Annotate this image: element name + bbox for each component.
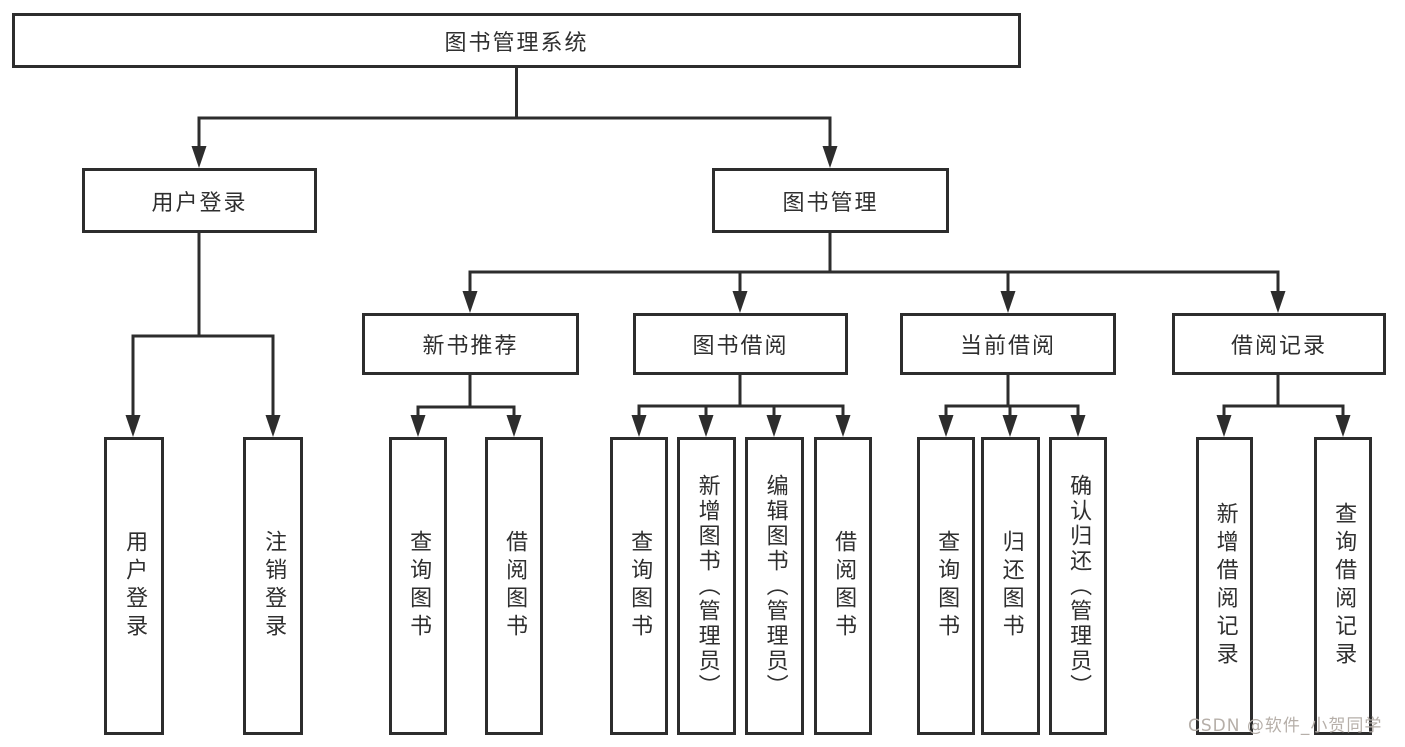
node-label: 确认归还（管理员） bbox=[1066, 473, 1092, 699]
node-label: 用户登录 bbox=[122, 530, 148, 642]
node-label: 用户登录 bbox=[151, 190, 248, 216]
node-label: 查询借阅记录 bbox=[1331, 502, 1357, 670]
connector-new-book-recommendation-children bbox=[410, 375, 522, 437]
node-leaf-return-books: 归还图书 bbox=[981, 437, 1040, 735]
node-library-management-system: 图书管理系统 bbox=[12, 13, 1021, 68]
node-label: 新书推荐 bbox=[422, 334, 519, 359]
node-label: 注销登录 bbox=[261, 530, 287, 642]
node-label: 图书管理 bbox=[782, 190, 879, 216]
node-label: 借阅图书 bbox=[502, 530, 528, 642]
node-user-login: 用户登录 bbox=[82, 168, 317, 233]
connector-book-borrowing-children bbox=[631, 375, 851, 437]
node-leaf-add-book-admin: 新增图书（管理员） bbox=[677, 437, 736, 735]
connector-current-borrowing-children bbox=[938, 375, 1086, 437]
node-new-book-recommendation: 新书推荐 bbox=[362, 313, 579, 375]
node-leaf-user-login: 用户登录 bbox=[104, 437, 164, 735]
node-borrowing-records: 借阅记录 bbox=[1172, 313, 1386, 375]
node-book-management: 图书管理 bbox=[712, 168, 949, 233]
node-leaf-borrow-books-2: 借阅图书 bbox=[814, 437, 872, 735]
node-label: 查询图书 bbox=[627, 530, 653, 642]
node-leaf-confirm-return-admin: 确认归还（管理员） bbox=[1049, 437, 1107, 735]
csdn-watermark: CSDN @软件_小贺同学 bbox=[1188, 716, 1383, 736]
connector-borrowing-records-children bbox=[1216, 375, 1351, 437]
node-label: 归还图书 bbox=[998, 530, 1024, 642]
node-label: 借阅记录 bbox=[1230, 334, 1327, 359]
connector-book-management-children bbox=[462, 233, 1286, 313]
node-label: 图书借阅 bbox=[692, 334, 789, 359]
node-label: 当前借阅 bbox=[959, 334, 1056, 359]
node-leaf-borrow-books-1: 借阅图书 bbox=[485, 437, 543, 735]
node-leaf-query-books-1: 查询图书 bbox=[389, 437, 447, 735]
node-label: 查询图书 bbox=[934, 530, 960, 642]
node-leaf-query-books-3: 查询图书 bbox=[917, 437, 975, 735]
node-label: 查询图书 bbox=[406, 530, 432, 642]
node-leaf-query-borrow-record: 查询借阅记录 bbox=[1314, 437, 1372, 735]
connector-user-login-children bbox=[125, 233, 281, 437]
node-label: 借阅图书 bbox=[831, 530, 857, 642]
node-label: 图书管理系统 bbox=[444, 30, 589, 56]
node-leaf-query-books-2: 查询图书 bbox=[610, 437, 668, 735]
connector-root-to-level2 bbox=[191, 68, 838, 168]
node-label: 新增图书（管理员） bbox=[694, 473, 720, 699]
node-leaf-add-borrow-record: 新增借阅记录 bbox=[1196, 437, 1253, 735]
node-label: 编辑图书（管理员） bbox=[762, 473, 788, 699]
node-leaf-edit-book-admin: 编辑图书（管理员） bbox=[745, 437, 804, 735]
node-label: 新增借阅记录 bbox=[1212, 502, 1238, 670]
node-current-borrowing: 当前借阅 bbox=[900, 313, 1116, 375]
node-leaf-logout: 注销登录 bbox=[243, 437, 303, 735]
node-book-borrowing: 图书借阅 bbox=[633, 313, 848, 375]
